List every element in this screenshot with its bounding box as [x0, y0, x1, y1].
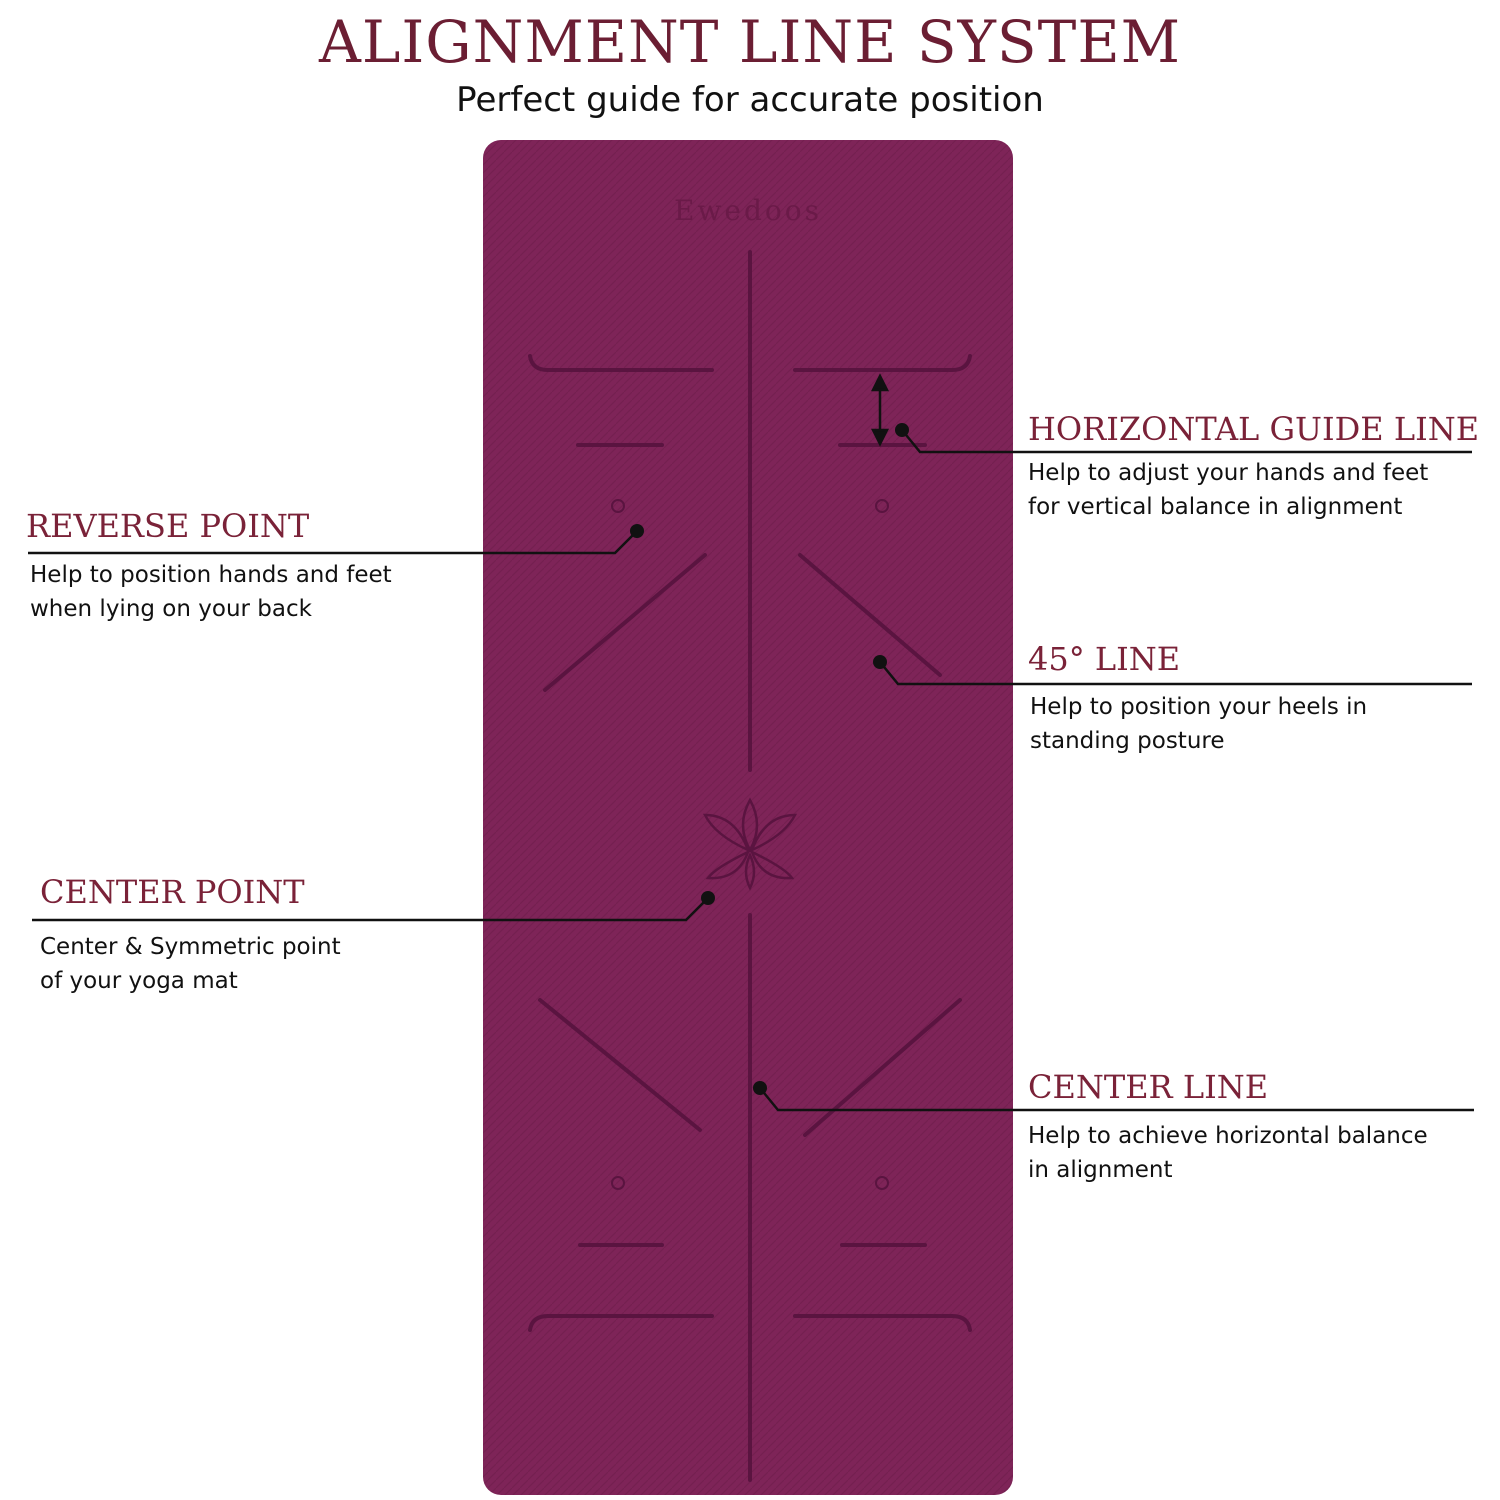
callout-center-point-desc-2: of your yoga mat	[40, 968, 238, 994]
dot-center-point	[701, 891, 715, 905]
callout-center-point-desc-1: Center & Symmetric point	[40, 934, 341, 960]
callout-center-line-desc-1: Help to achieve horizontal balance	[1028, 1123, 1428, 1149]
callout-center-line-title: CENTER LINE	[1028, 1068, 1269, 1106]
leader-center-line	[759, 1087, 1474, 1112]
callout-horizontal-guide-desc: Help to adjust your hands and feet for v…	[1028, 456, 1428, 524]
leader-lines	[28, 429, 1474, 1112]
callout-center-point-title: CENTER POINT	[40, 873, 305, 911]
mat-brand: Ewedoos	[674, 194, 822, 227]
dot-horizontal-guide	[895, 423, 909, 437]
callout-45-line-desc-1: Help to position your heels in	[1030, 694, 1368, 720]
leader-horizontal-guide	[901, 429, 1472, 454]
mat-reverse-marks	[611, 499, 889, 1190]
height-arrow-icon	[870, 373, 890, 447]
leader-reverse-point	[28, 530, 638, 555]
callout-horizontal-guide-title: HORIZONTAL GUIDE LINE	[1028, 410, 1480, 448]
mat-bottom-right-bar	[793, 1314, 972, 1332]
yoga-mat	[483, 140, 1013, 1495]
page-title: ALIGNMENT LINE SYSTEM	[318, 8, 1182, 76]
dot-reverse-point	[630, 524, 644, 538]
mat-45-line-lower-left	[538, 998, 702, 1132]
callout-center-line-desc-2: in alignment	[1028, 1157, 1173, 1183]
mat-45-line-upper-left	[543, 553, 707, 692]
callout-reverse-point-desc-1: Help to position hands and feet	[30, 562, 392, 588]
callout-45-line-desc-2: standing posture	[1030, 728, 1225, 754]
callout-center-point-desc: Center & Symmetric point of your yoga ma…	[40, 930, 341, 998]
mat-guide-lines	[528, 250, 972, 1482]
leader-center-point	[32, 897, 709, 922]
dot-center-line	[753, 1081, 767, 1095]
mat-45-line-lower-right	[803, 998, 962, 1137]
callout-horizontal-guide-desc-2: for vertical balance in alignment	[1028, 494, 1403, 520]
page-subtitle: Perfect guide for accurate position	[456, 80, 1044, 120]
callout-reverse-point-desc: Help to position hands and feet when lyi…	[30, 558, 392, 626]
callout-center-line-desc: Help to achieve horizontal balance in al…	[1028, 1119, 1428, 1187]
mat-top-right-bar	[793, 354, 972, 372]
callout-reverse-point-desc-2: when lying on your back	[30, 596, 312, 622]
callout-dots	[630, 423, 909, 1095]
mat-top-left-bar	[528, 354, 714, 372]
callout-45-line-title: 45° LINE	[1028, 640, 1181, 678]
dot-45-line	[873, 655, 887, 669]
callout-45-line-desc: Help to position your heels in standing …	[1030, 690, 1367, 758]
lotus-icon	[702, 797, 798, 891]
callout-reverse-point-title: REVERSE POINT	[26, 507, 310, 545]
mat-bottom-left-bar	[528, 1314, 714, 1332]
callout-horizontal-guide-desc-1: Help to adjust your hands and feet	[1028, 460, 1429, 486]
leader-45-line	[879, 661, 1472, 686]
mat-45-line-upper-right	[798, 553, 942, 677]
